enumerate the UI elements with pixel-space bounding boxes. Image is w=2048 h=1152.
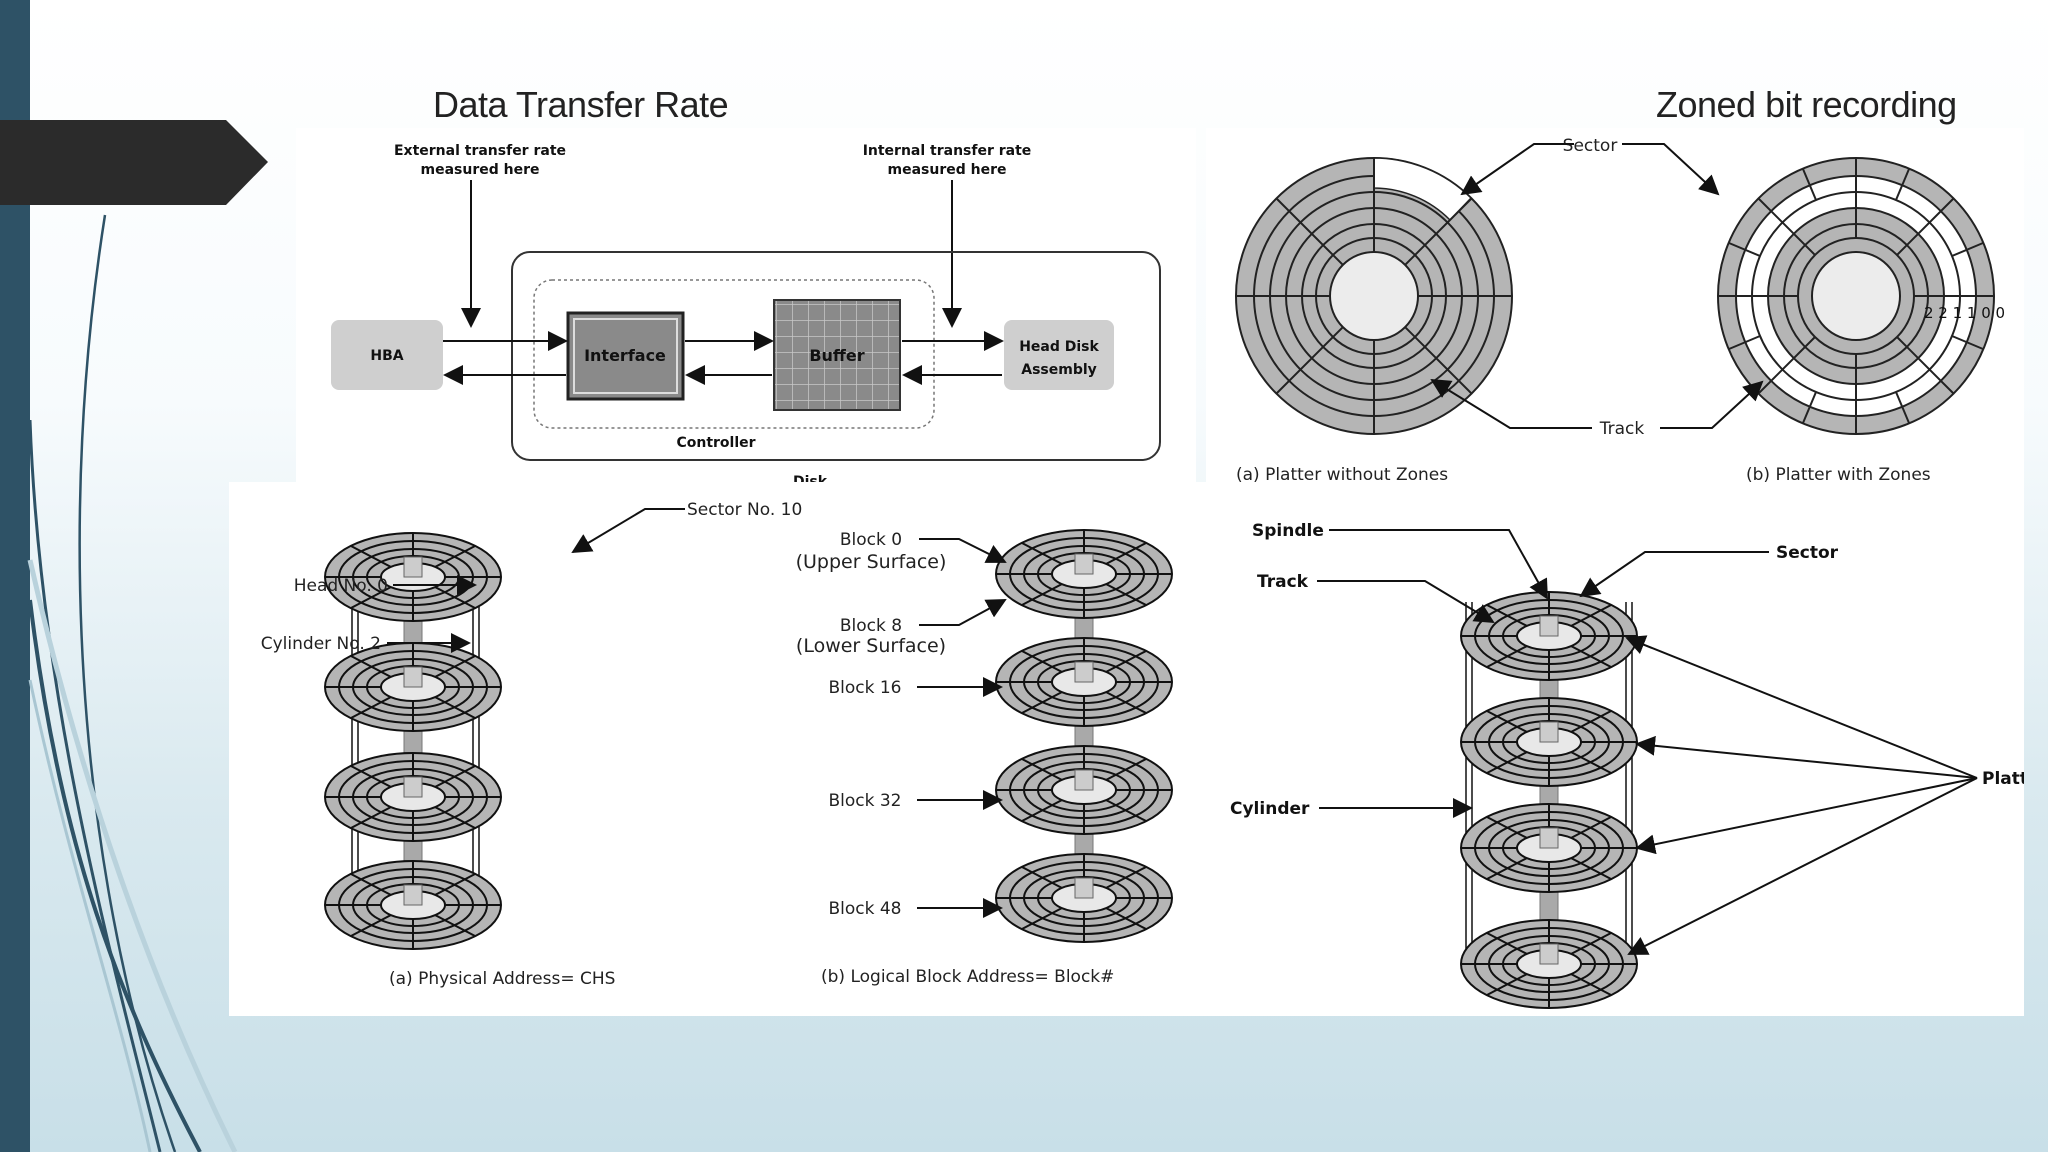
internal-rate-label-1: Internal transfer rate [863, 143, 1032, 159]
head-no-label: Head No. 0 [294, 576, 388, 596]
zone-numbers: 2 2 1 1 0 0 [1924, 304, 2005, 322]
zoned-bit-recording-diagram: 2 2 1 1 0 0 Sector Track (a) Platter wit… [1206, 128, 2024, 498]
platter-stack [1460, 591, 1638, 1009]
external-rate-label-2: measured here [421, 162, 540, 178]
disk-box [511, 251, 1161, 461]
caption-chs: (a) Physical Address= CHS [389, 969, 615, 989]
interface-label: Interface [584, 346, 666, 365]
platter-label: Platter [1982, 769, 2024, 789]
caption-platter-without-zones: (a) Platter without Zones [1236, 465, 1448, 485]
platter-track-label: Track [1257, 572, 1309, 592]
caption-platter-with-zones: (b) Platter with Zones [1746, 465, 1931, 485]
title-zoned-bit-recording: Zoned bit recording [1656, 84, 1957, 125]
hda-label-1: Head Disk [1019, 339, 1099, 355]
controller-box [533, 279, 935, 429]
hba-label: HBA [370, 348, 403, 364]
buffer-label: Buffer [809, 346, 864, 365]
interface-box [566, 311, 685, 401]
cylinder-no-label: Cylinder No. 2 [261, 634, 381, 654]
external-rate-label-1: External transfer rate [394, 143, 566, 159]
buffer-box [773, 299, 901, 411]
sector-no-label: Sector No. 10 [687, 500, 802, 520]
chs-disk-stack [324, 532, 502, 950]
block-0-label: Block 0 [840, 530, 902, 550]
title-data-transfer-rate: Data Transfer Rate [433, 84, 729, 125]
upper-surface-label: (Upper Surface) [796, 551, 947, 573]
slide-arrow-tab [0, 120, 268, 205]
disk-geometry-diagrams: Sector No. 10 Head No. 0 Cylinder No. 2 … [229, 482, 2048, 1016]
block-8-label: Block 8 [840, 616, 902, 636]
block-32-label: Block 32 [828, 791, 901, 811]
hda-label-2: Assembly [1021, 362, 1097, 378]
platter-sector-label: Sector [1776, 543, 1839, 563]
lower-surface-label: (Lower Surface) [796, 635, 946, 657]
controller-label: Controller [676, 435, 755, 451]
cylinder-label: Cylinder [1230, 799, 1310, 819]
platter-with-zones: 2 2 1 1 0 0 [1717, 157, 2005, 435]
internal-rate-label-2: measured here [888, 162, 1007, 178]
transfer-rate-diagram: External transfer rate measured here Int… [296, 128, 1196, 498]
hba-box [331, 320, 443, 390]
decorative-swoosh [27, 214, 238, 1152]
caption-lba: (b) Logical Block Address= Block# [821, 967, 1114, 987]
lba-disk-stack [995, 529, 1173, 943]
spindle-label: Spindle [1252, 521, 1324, 541]
track-label: Track [1599, 419, 1645, 439]
platter-without-zones [1235, 157, 1513, 435]
block-48-label: Block 48 [828, 899, 901, 919]
block-16-label: Block 16 [828, 678, 901, 698]
sector-label: Sector [1563, 136, 1618, 156]
head-disk-assembly-box [1004, 320, 1114, 390]
